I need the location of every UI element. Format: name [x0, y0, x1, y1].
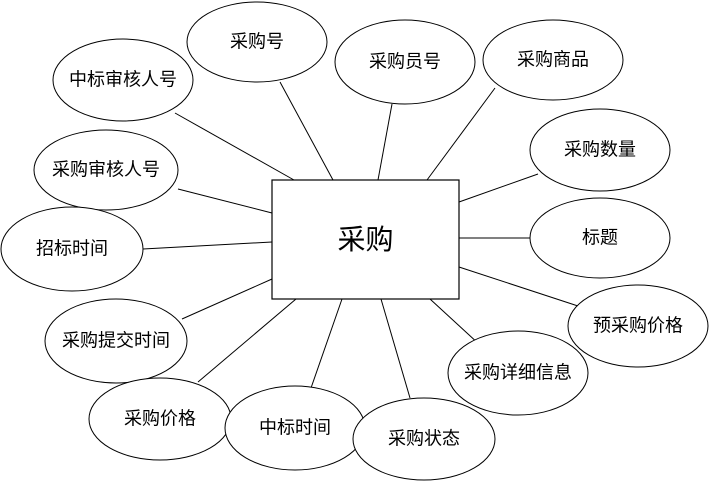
- edge-purchase-submit-time: [181, 278, 273, 320]
- attribute-buyer-no: 采购员号: [334, 19, 476, 105]
- entity-label: 采购: [337, 223, 393, 256]
- attribute-label: 招标时间: [36, 239, 108, 260]
- attribute-label: 采购状态: [388, 429, 460, 450]
- edge-purchase-reviewer-no: [177, 188, 273, 214]
- edge-purchase-detail: [429, 298, 481, 346]
- connector-lines: [142, 81, 579, 399]
- attribute-label: 采购提交时间: [62, 331, 170, 352]
- attribute-label: 标题: [582, 228, 618, 249]
- attribute-bid-invite-time: 招标时间: [0, 206, 144, 292]
- entity-node: 采购: [271, 179, 460, 300]
- attribute-label: 采购价格: [124, 409, 196, 430]
- attribute-bid-win-time: 中标时间: [224, 385, 366, 471]
- attribute-label: 采购审核人号: [52, 160, 160, 181]
- attribute-title: 标题: [529, 197, 671, 279]
- attribute-purchase-reviewer-no: 采购审核人号: [33, 129, 179, 211]
- entity-box: [271, 179, 460, 300]
- attribute-purchase-goods: 采购商品: [482, 19, 624, 101]
- edge-bid-reviewer-no: [174, 112, 295, 181]
- attribute-bid-reviewer-no: 中标审核人号: [52, 38, 194, 122]
- attribute-pre-purchase-price: 预采购价格: [567, 284, 709, 368]
- attribute-purchase-detail: 采购详细信息: [447, 330, 589, 416]
- edge-purchase-no: [279, 81, 334, 181]
- attribute-label: 采购商品: [517, 50, 589, 71]
- attribute-purchase-price: 采购价格: [88, 377, 232, 461]
- attribute-label: 中标审核人号: [69, 70, 177, 91]
- attribute-purchase-status: 采购状态: [352, 397, 496, 481]
- edge-purchase-price: [197, 298, 297, 383]
- attribute-purchase-quantity: 采购数量: [529, 108, 671, 192]
- attribute-label: 中标时间: [259, 418, 331, 439]
- edge-purchase-goods: [426, 87, 496, 181]
- attribute-purchase-submit-time: 采购提交时间: [44, 298, 188, 384]
- attribute-purchase-no: 采购号: [186, 1, 328, 83]
- attribute-label: 采购号: [230, 32, 284, 53]
- edge-bid-invite-time: [142, 241, 273, 250]
- edge-buyer-no: [377, 103, 393, 181]
- attribute-label: 采购详细信息: [464, 363, 572, 384]
- edge-purchase-quantity: [458, 173, 539, 203]
- attribute-label: 采购员号: [369, 52, 441, 73]
- edge-purchase-status: [380, 298, 411, 399]
- attribute-label: 预采购价格: [593, 316, 683, 337]
- attribute-label: 采购数量: [564, 140, 636, 161]
- edge-bid-win-time: [310, 298, 343, 389]
- edge-pre-purchase-price: [458, 266, 579, 307]
